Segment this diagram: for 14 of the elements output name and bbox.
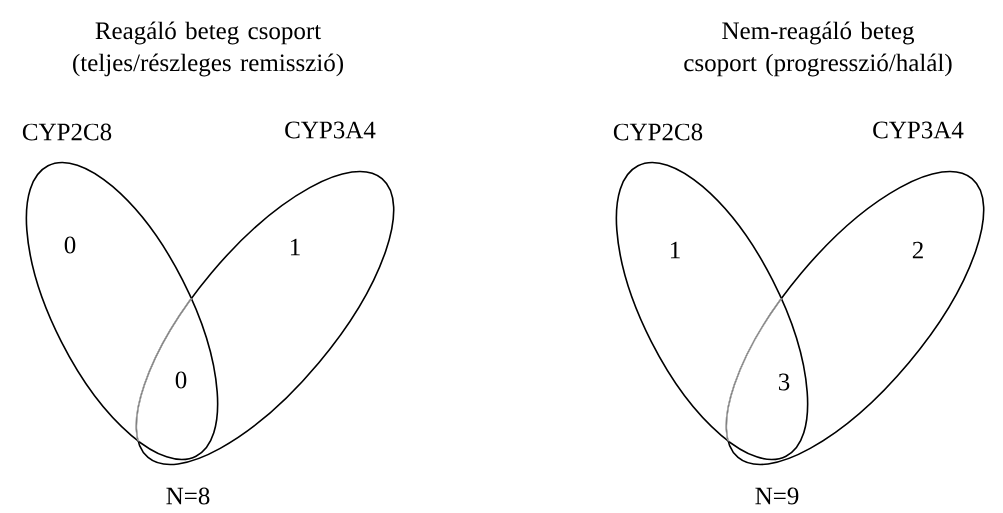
- region-count: 0: [175, 371, 187, 389]
- sample-size: N=8: [166, 487, 210, 505]
- node-label: CYP3A4: [285, 121, 376, 139]
- region-count: 0: [64, 236, 76, 254]
- node-label: CYP3A4: [873, 121, 964, 139]
- sample-size: N=9: [755, 487, 799, 505]
- node-label: CYP2C8: [613, 123, 703, 141]
- title: Nem-reagáló beteg csoport (progresszió/halál): [684, 21, 952, 77]
- region-count: 1: [290, 238, 300, 256]
- region-count: 2: [912, 241, 923, 259]
- region-count: 1: [670, 241, 680, 259]
- region-count: 3: [778, 373, 790, 391]
- title: Reagáló beteg csoport (teljes/részleges remisszió): [73, 21, 343, 77]
- node-label: CYP2C8: [22, 123, 112, 141]
